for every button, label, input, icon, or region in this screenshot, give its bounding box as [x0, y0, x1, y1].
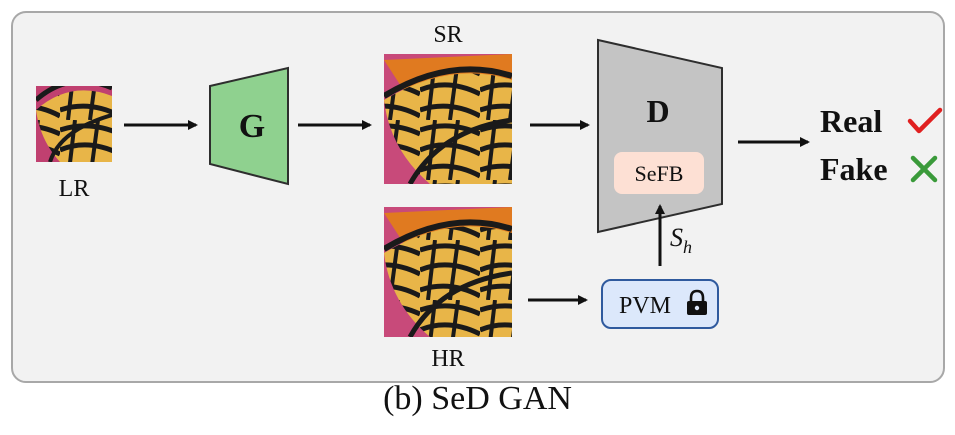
- hr-label: HR: [431, 346, 464, 372]
- sr-image: [384, 54, 512, 184]
- check-icon: [907, 107, 943, 134]
- s-main: S: [670, 223, 683, 252]
- fake-label: Fake: [820, 151, 888, 187]
- generator-label: G: [239, 108, 265, 145]
- pvm-label: PVM: [619, 293, 671, 319]
- cross-icon: [910, 155, 938, 183]
- s-h-label: Sh: [670, 223, 692, 257]
- figure-caption: (b) SeD GAN: [383, 380, 572, 417]
- lr-label: LR: [59, 176, 90, 202]
- discriminator-label: D: [646, 93, 669, 129]
- lr-image: [36, 86, 112, 162]
- hr-image: [384, 207, 512, 337]
- real-label: Real: [820, 103, 882, 139]
- sefb-block: [614, 152, 704, 194]
- generator-block: [209, 66, 289, 186]
- pvm-block: [601, 279, 719, 329]
- sr-label: SR: [433, 22, 462, 48]
- discriminator-block: [597, 38, 723, 234]
- sefb-label: SeFB: [635, 161, 684, 186]
- lock-icon: [687, 289, 707, 315]
- s-sub: h: [683, 237, 692, 257]
